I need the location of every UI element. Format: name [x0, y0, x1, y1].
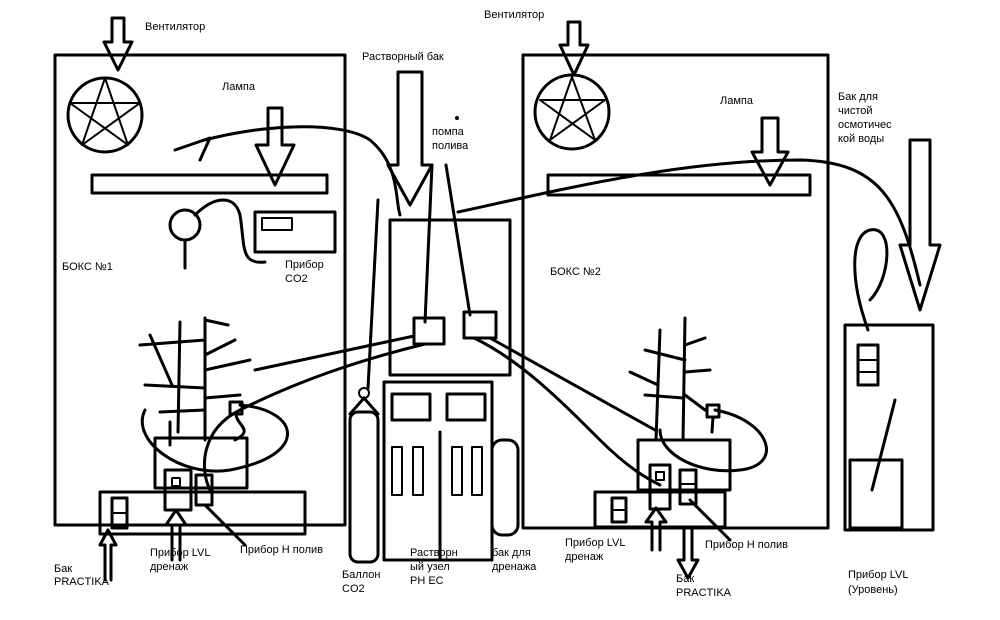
co2-device-label: Прибор CO2: [285, 259, 327, 285]
pot1: [153, 420, 249, 490]
solution-node: [382, 380, 494, 562]
hose-to-box1: [203, 334, 427, 492]
fan1-label: Вентилятор: [145, 21, 205, 33]
practika2-arrow: [676, 528, 700, 580]
practika2-label: Бак PRACTIKA: [676, 573, 732, 599]
air-duct-1: [173, 125, 402, 217]
solution-tank-label: Растворный бак: [362, 51, 444, 63]
pump-box-left: [412, 316, 446, 346]
lvl-drain2-label: Прибор LVL дренаж: [565, 537, 628, 563]
lvl-drain2-device: [610, 496, 628, 524]
pump-box-right: [462, 310, 498, 340]
sensor2-wire: [658, 408, 768, 473]
lvl-level-device: [856, 343, 880, 387]
h-water2-pointer: [688, 498, 732, 542]
h-water2-label: Прибор Н полив: [705, 539, 788, 551]
h-water1-label: Прибор Н полив: [240, 544, 323, 556]
lvl-drain1-device: [110, 496, 129, 530]
solution-tank: [388, 218, 512, 377]
hose-left: [423, 163, 434, 324]
drain-tank-label: бак для дренажа: [492, 547, 537, 573]
lamp2-label: Лампа: [720, 95, 754, 107]
practika1-label: Бак PRACTIKA: [54, 563, 110, 588]
drain-device2: [648, 463, 672, 511]
clean-tank-inner: [848, 458, 904, 530]
clean-tank: [843, 323, 935, 532]
lamp1-arrow: [254, 106, 296, 187]
fan1-arrow: [102, 16, 134, 72]
h-water1-pointer: [203, 503, 247, 547]
pump-label: помпа полива: [432, 126, 469, 152]
solution-tank-arrow: [386, 70, 434, 207]
lamp2-bar: [546, 173, 812, 197]
fan2-icon: [533, 73, 611, 151]
co2-balloon: [348, 198, 380, 564]
lvl-level-label: Прибор LVL (Уровень): [848, 569, 911, 596]
co2-emitter-icon: [168, 198, 267, 270]
fan2-label: Вентилятор: [484, 9, 544, 21]
clean-tank-hose: [853, 228, 889, 332]
lvl-drain1-arrow: [164, 508, 188, 562]
box2-label: БОКС №2: [550, 266, 601, 278]
h-water2-device: [678, 468, 698, 506]
co2-balloon-label: Баллон CO2: [342, 569, 384, 595]
sensor1-wire: [140, 403, 289, 473]
lamp2-arrow: [750, 116, 790, 187]
drain-device1: [163, 468, 193, 512]
hose-right: [444, 163, 472, 317]
practika1-tank: [98, 490, 307, 536]
clean-tank-pipe: [870, 398, 897, 492]
lvl-drain2-arrow: [644, 506, 668, 552]
box1-label: БОКС №1: [62, 261, 113, 273]
drain-tank: [490, 438, 520, 537]
lamp1-label: Лампа: [222, 81, 256, 93]
clean-tank-label: Бак для чистой осмотичес кой воды: [838, 91, 895, 145]
pot2: [636, 438, 732, 492]
clean-tank-arrow: [898, 138, 942, 312]
air-duct-2: [456, 158, 922, 287]
solution-node-label: Растворн ый узел PH EC: [410, 547, 461, 587]
pump-dot: [455, 116, 459, 120]
lvl-drain1-label: Прибор LVL дренаж: [150, 547, 213, 573]
fan2-arrow: [558, 20, 590, 77]
hose-to-box2: [472, 336, 662, 487]
co2-device-icon: [253, 210, 337, 254]
lamp1-bar: [90, 173, 329, 195]
plant1-icon: [138, 316, 252, 442]
fan1-icon: [66, 76, 144, 154]
box1-frame: [53, 53, 347, 527]
practika1-arrow: [98, 528, 118, 582]
plant2-icon: [628, 316, 712, 442]
